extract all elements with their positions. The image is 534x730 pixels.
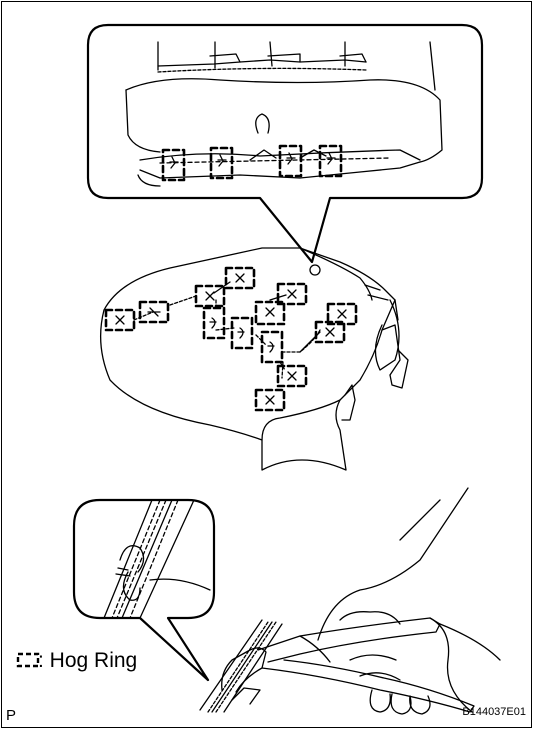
hog-ring-h (232, 318, 252, 348)
hog-ring-a (106, 310, 134, 330)
figure-number: B144037E01 (462, 706, 526, 718)
hog-ring-d (226, 268, 254, 288)
hog-ring-pliers (200, 488, 500, 714)
legend-symbol-spacer (14, 654, 36, 668)
corner-mark: P (6, 707, 16, 724)
hog-ring-i (262, 332, 282, 362)
callout-hog-ring-3 (280, 146, 301, 176)
hog-ring-b (140, 302, 168, 322)
callout-hog-ring-2 (211, 148, 232, 178)
hog-ring-f (204, 308, 224, 338)
legend-text: : Hog Ring (38, 649, 137, 673)
seat-cushion-main (101, 248, 408, 470)
top-detail-callout (88, 25, 482, 262)
callout-hog-ring-4 (320, 146, 341, 176)
legend: : Hog Ring (14, 649, 137, 673)
hog-ring-m (256, 390, 284, 410)
